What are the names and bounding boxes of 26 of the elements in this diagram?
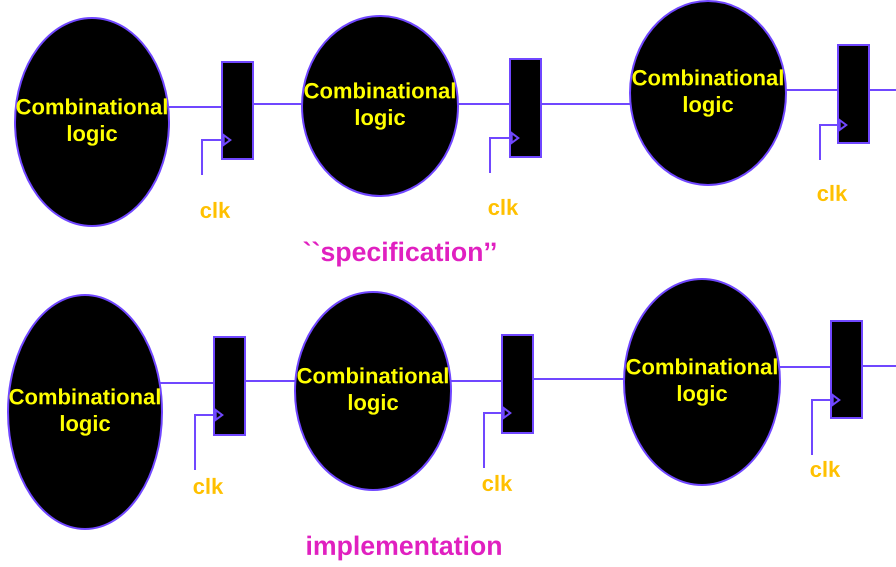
clock-label: clk [200,202,230,218]
wire [160,382,214,384]
wire [533,378,624,380]
wire [541,103,631,105]
wire [786,89,838,91]
wire [245,380,296,382]
wire [862,365,896,367]
wire [168,106,222,108]
caption-text: ``specification’’ [304,241,496,267]
clock-label: clk [482,474,512,492]
register-box [509,58,542,158]
register-box [221,61,254,160]
wire [779,366,831,368]
register-box [830,320,863,419]
clock-label: clk [810,460,840,478]
wire [253,103,302,105]
wire [869,89,896,91]
register-box [213,336,246,436]
wire [458,103,510,105]
wire [450,380,502,382]
caption-text: implementation [307,536,501,560]
clock-label: clk [818,184,848,202]
clock-label: clk [194,478,224,494]
register-box [501,334,534,434]
register-box [837,44,870,144]
clock-label: clk [488,198,518,216]
